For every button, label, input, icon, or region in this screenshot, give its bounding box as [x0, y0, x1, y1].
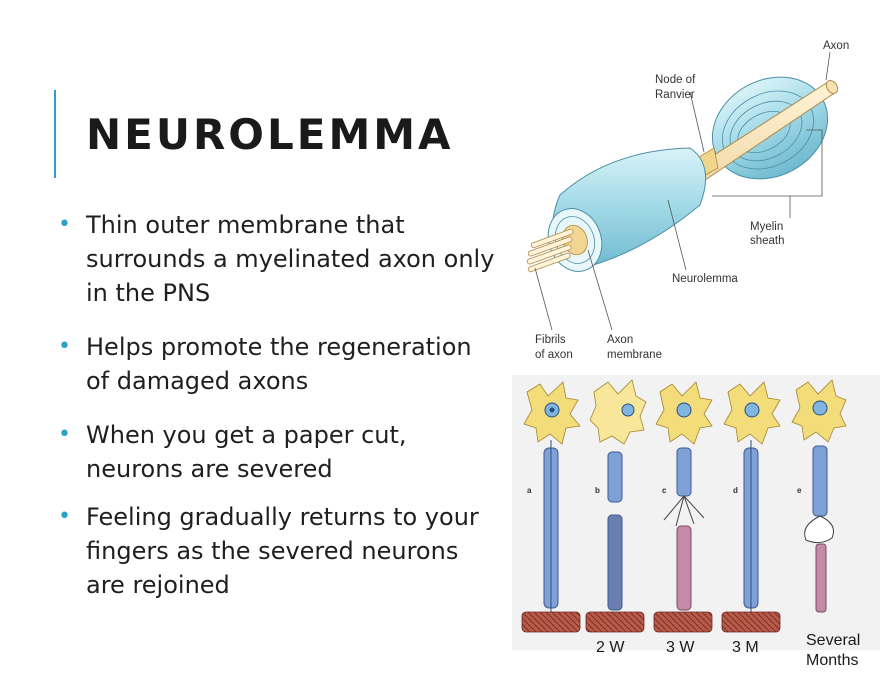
label-myelin-line1: Myelin	[750, 221, 784, 233]
bullet-item: • Feeling gradually returns to your fing…	[58, 500, 498, 602]
time-label-several: Several	[806, 632, 861, 649]
bullet-dot-icon: •	[58, 334, 71, 359]
time-label-months: Months	[806, 652, 859, 669]
label-myelin-line2: sheath	[750, 235, 785, 247]
neuron-panel-b	[585, 379, 647, 633]
title-accent-bar	[54, 90, 56, 178]
label-fibrils-line1: Fibrils	[535, 334, 566, 346]
label-fibrils-line2: of axon	[535, 349, 573, 361]
axon-fibrils	[526, 228, 574, 273]
panel-letter-c: c	[662, 486, 667, 495]
bullet-item: • Thin outer membrane that surrounds a m…	[58, 208, 498, 310]
bullet-dot-icon: •	[58, 422, 71, 447]
slide-title: NEUROLEMMA	[86, 110, 454, 159]
label-membrane-line1: Axon	[607, 334, 634, 346]
label-node-line1: Node of	[655, 74, 696, 86]
neuron-panel-a	[521, 381, 581, 633]
time-label-2w: 2 W	[596, 639, 625, 656]
neuron-panel-e	[791, 379, 847, 613]
bullet-text: Thin outer membrane that surrounds a mye…	[86, 211, 495, 307]
panel-letter-d: d	[733, 486, 738, 495]
label-membrane-line2: membrane	[607, 349, 662, 361]
time-label-3m: 3 M	[732, 639, 759, 656]
diagram-leader-lines	[534, 51, 831, 331]
label-node-line2: Ranvier	[655, 89, 695, 101]
bullet-item: • Helps promote the regeneration of dama…	[58, 330, 498, 398]
bullet-text: Helps promote the regeneration of damage…	[86, 333, 472, 395]
bullet-dot-icon: •	[58, 212, 71, 237]
panel-letter-a: a	[527, 486, 532, 495]
panel-letter-b: b	[595, 486, 600, 495]
neuron-panel-c	[653, 381, 713, 633]
neuron-panel-d	[721, 381, 781, 633]
label-neurolemma: Neurolemma	[672, 273, 738, 285]
bullet-text: Feeling gradually returns to your finger…	[86, 503, 479, 599]
panel-letter-e: e	[797, 486, 802, 495]
label-axon: Axon	[823, 40, 850, 52]
bullet-item: • When you get a paper cut, neurons are …	[58, 418, 498, 486]
time-label-3w: 3 W	[666, 639, 695, 656]
bullet-dot-icon: •	[58, 504, 71, 529]
bullet-text: When you get a paper cut, neurons are se…	[86, 421, 407, 483]
myelin-segment-front	[547, 147, 707, 272]
